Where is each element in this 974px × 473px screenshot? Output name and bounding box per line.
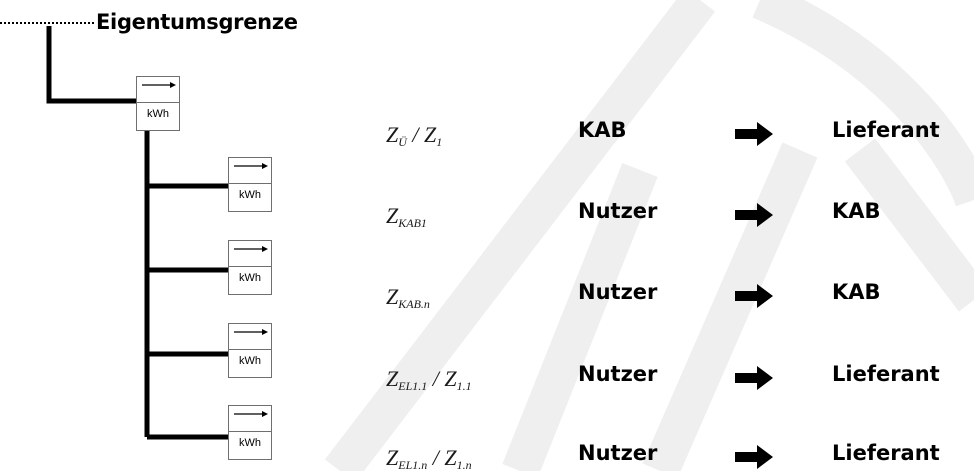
meter-unit: kWh bbox=[239, 272, 261, 284]
flow-to: KAB bbox=[832, 199, 881, 223]
flow-from: Nutzer bbox=[578, 199, 658, 223]
meter-label: ZKAB1 bbox=[386, 203, 427, 230]
direction-arrow-icon bbox=[142, 82, 176, 88]
right-arrow-icon bbox=[735, 284, 773, 308]
right-arrow-icon bbox=[735, 366, 773, 390]
sub-meter-2: kWh bbox=[228, 240, 272, 295]
flow-to: Lieferant bbox=[832, 362, 940, 386]
flow-to: Lieferant bbox=[832, 441, 940, 465]
meter-label: ZÜ / Z1 bbox=[386, 122, 443, 149]
flow-from: Nutzer bbox=[578, 441, 658, 465]
direction-arrow-icon bbox=[234, 411, 268, 417]
meter-label: ZEL1.n / Z1.n bbox=[386, 445, 472, 472]
meter-unit: kWh bbox=[239, 437, 261, 449]
direction-arrow-icon bbox=[234, 163, 268, 169]
direction-arrow-icon bbox=[234, 329, 268, 335]
flow-from: Nutzer bbox=[578, 362, 658, 386]
sub-meter-4: kWh bbox=[228, 405, 272, 460]
sub-meter-3: kWh bbox=[228, 323, 272, 378]
flow-from: Nutzer bbox=[578, 280, 658, 304]
right-arrow-icon bbox=[735, 203, 773, 227]
meter-label: ZKAB.n bbox=[386, 284, 430, 311]
meter-unit: kWh bbox=[147, 108, 169, 120]
right-arrow-icon bbox=[735, 122, 773, 146]
right-arrow-icon bbox=[735, 445, 773, 469]
flow-to: Lieferant bbox=[832, 118, 940, 142]
diagram-title: Eigentumsgrenze bbox=[96, 10, 298, 34]
boundary-dotted-line bbox=[0, 22, 96, 24]
flow-to: KAB bbox=[832, 280, 881, 304]
meter-label: ZEL1.1 / Z1.1 bbox=[386, 366, 472, 393]
sub-meter-1: kWh bbox=[228, 157, 272, 212]
flow-from: KAB bbox=[578, 118, 627, 142]
main-meter: kWh bbox=[136, 76, 180, 131]
direction-arrow-icon bbox=[234, 246, 268, 252]
meter-unit: kWh bbox=[239, 355, 261, 367]
meter-unit: kWh bbox=[239, 189, 261, 201]
